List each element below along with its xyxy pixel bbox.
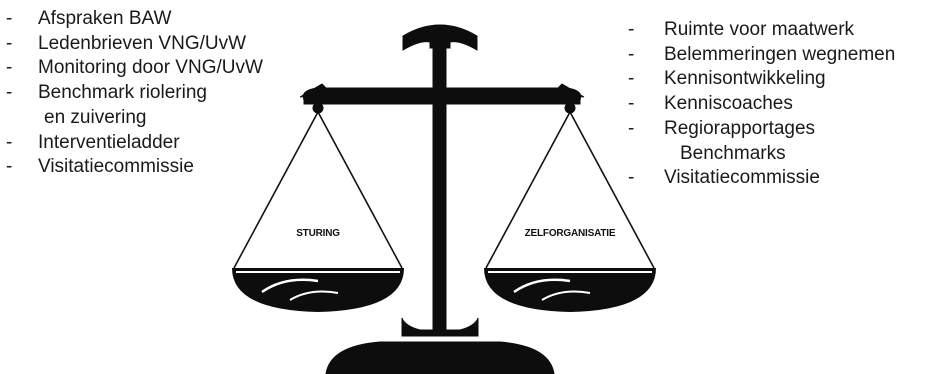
list-item: -Kennisontwikkeling [628, 67, 895, 92]
list-item: -Visitatiecommissie [6, 155, 263, 180]
list-item-text: Interventieladder [6, 131, 263, 156]
list-item-text: Benchmarks [628, 142, 895, 167]
zelforganisatie-list: -Ruimte voor maatwerk-Belemmeringen wegn… [628, 18, 895, 191]
sturing-list: -Afspraken BAW-Ledenbrieven VNG/UvW-Moni… [6, 7, 263, 180]
bullet-dash: - [6, 32, 12, 57]
bullet-dash: - [628, 92, 634, 117]
list-item-text: Afspraken BAW [6, 7, 263, 32]
bullet-dash: - [628, 18, 634, 43]
bullet-dash: - [628, 166, 634, 191]
left-pan-label: STURING [296, 228, 340, 239]
right-pan-label: ZELFORGANISATIE [525, 228, 616, 239]
bullet-dash: - [6, 155, 12, 180]
bullet-dash: - [6, 7, 12, 32]
list-item-text: Ruimte voor maatwerk [628, 18, 895, 43]
list-item-text: Belemmeringen wegnemen [628, 43, 895, 68]
bullet-dash: - [6, 81, 12, 106]
bullet-dash: - [6, 131, 12, 156]
right-pan [484, 268, 656, 312]
list-item: -Visitatiecommissie [628, 166, 895, 191]
list-item: -Monitoring door VNG/UvW [6, 56, 263, 81]
list-item: -Interventieladder [6, 131, 263, 156]
list-item-text: Visitatiecommissie [628, 166, 895, 191]
list-item-text: Benchmark riolering [6, 81, 263, 106]
list-item: -Afspraken BAW [6, 7, 263, 32]
list-item-text: Monitoring door VNG/UvW [6, 56, 263, 81]
bullet-dash: - [628, 43, 634, 68]
list-item: -Ruimte voor maatwerk [628, 18, 895, 43]
list-item-text: en zuivering [6, 106, 263, 131]
list-item-text: Regiorapportages [628, 117, 895, 142]
list-item-text: Ledenbrieven VNG/UvW [6, 32, 263, 57]
scale-beam [303, 88, 580, 104]
list-item: -Belemmeringen wegnemen [628, 43, 895, 68]
list-item-text: Kenniscoaches [628, 92, 895, 117]
left-pan [232, 268, 404, 312]
bullet-dash: - [628, 67, 634, 92]
list-item-text: Kennisontwikkeling [628, 67, 895, 92]
bullet-dash: - [628, 117, 634, 142]
list-item: -Kenniscoaches [628, 92, 895, 117]
list-item: -Ledenbrieven VNG/UvW [6, 32, 263, 57]
list-item-text: Visitatiecommissie [6, 155, 263, 180]
bullet-dash: - [6, 56, 12, 81]
